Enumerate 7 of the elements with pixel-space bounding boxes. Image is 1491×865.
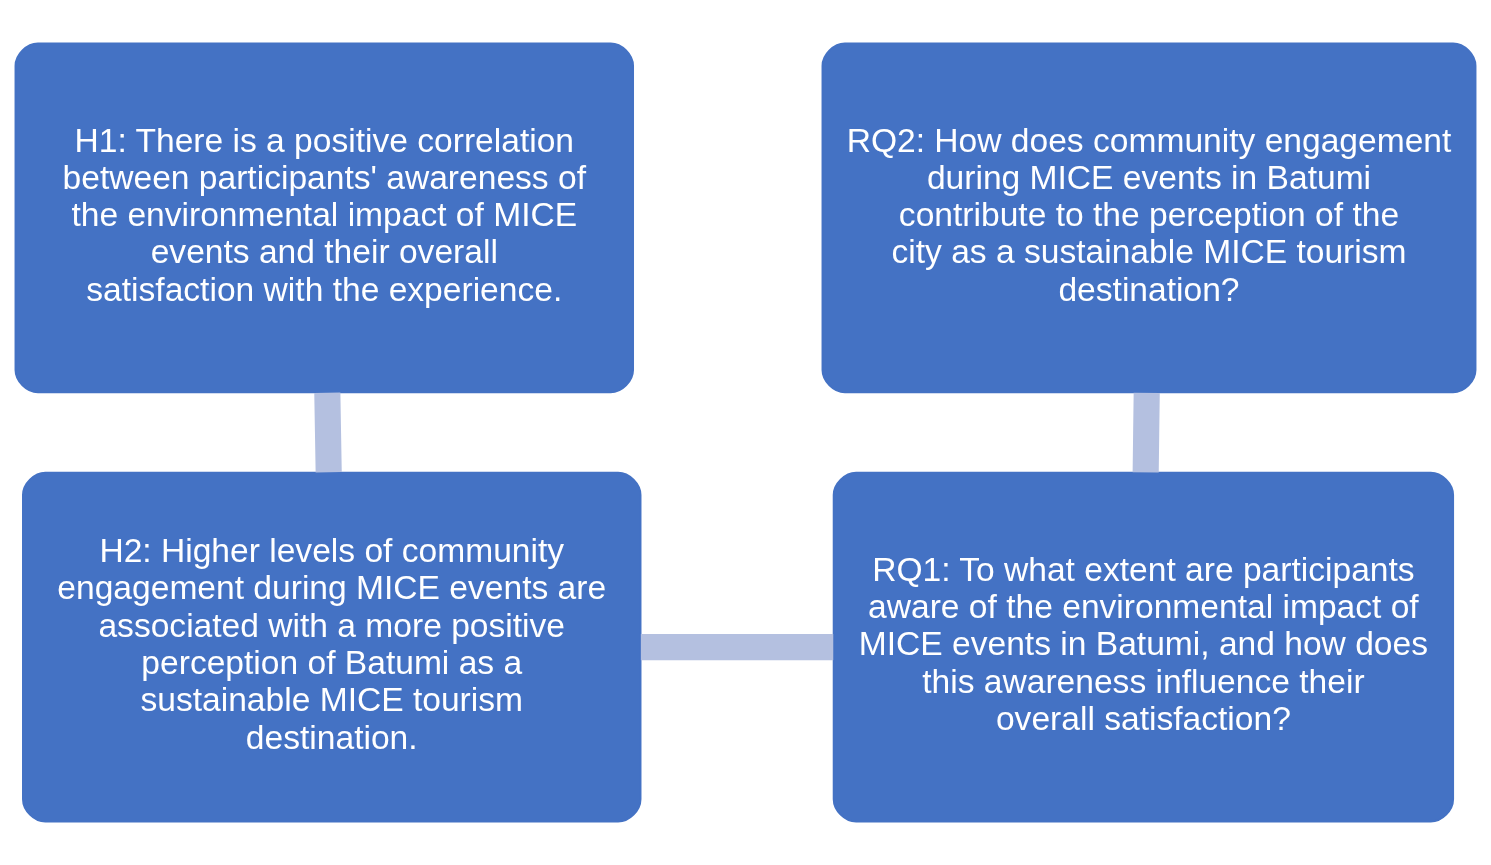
node-box: RQ2: How does community engagement during MICE events in Batumi contribute to the perception of the city as a sustainable MICE tourism destination?: [821, 42, 1477, 394]
connector: [314, 392, 342, 473]
connector: [640, 634, 834, 661]
node-box: H1: There is a positive correlation between participants' awareness of the environmental impact of MICE events and their overall satisfaction with the experience.: [14, 42, 634, 394]
node-box: RQ1: To what extent are participants aware of the environmental impact of MICE events in Batumi, and how does this awareness influence their overall satisfaction?: [832, 471, 1455, 823]
node-box: H2: Higher levels of community engagement during MICE events are associated with a more positive perception of Batumi as a sustainable MICE tourism destination.: [22, 471, 642, 823]
connector: [1132, 392, 1160, 473]
